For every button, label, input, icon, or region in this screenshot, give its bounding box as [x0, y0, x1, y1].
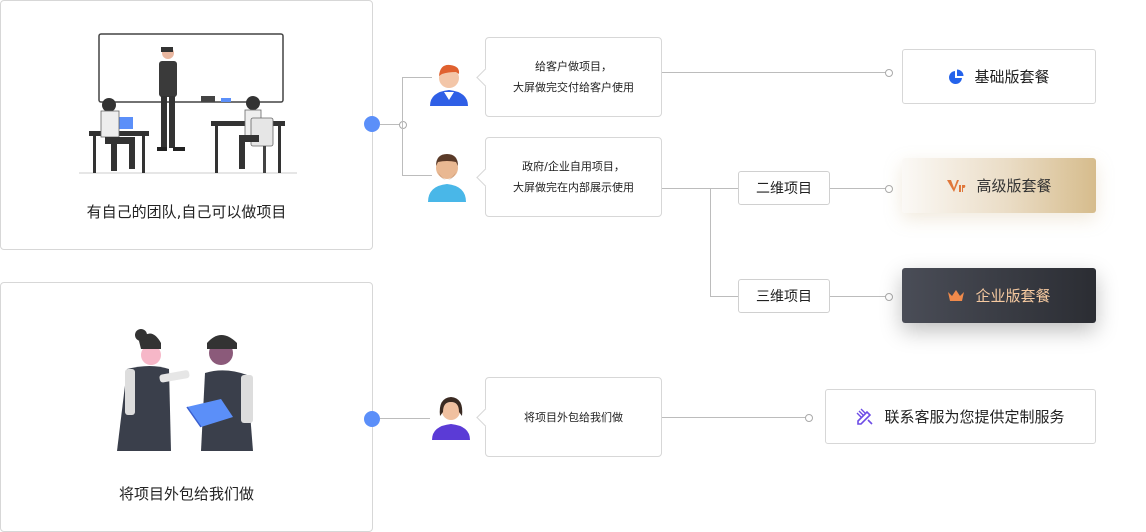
bubble-line: 大屏做完交付给客户使用 [513, 81, 634, 94]
scenario-caption: 将项目外包给我们做 [118, 485, 254, 503]
gov-enterprise-avatar-icon [428, 154, 466, 202]
branch-node [364, 116, 380, 132]
connector [402, 175, 432, 176]
bubble-line: 政府/企业自用项目， [522, 160, 625, 173]
endpoint-node [805, 414, 813, 422]
pencil-ruler-icon [856, 408, 874, 425]
connector [710, 296, 738, 297]
bubble-outsource: 将项目外包给我们做 [485, 377, 662, 457]
connector [662, 72, 886, 73]
plan-label: 联系客服为您提供定制服务 [884, 408, 1065, 426]
bubble-line: 将项目外包给我们做 [524, 410, 623, 424]
pie-chart-icon [949, 69, 964, 84]
connector [380, 418, 430, 419]
bubble-client-project: 给客户做项目， 大屏做完交付给客户使用 [485, 37, 662, 117]
endpoint-node [885, 293, 893, 301]
crown-icon [948, 289, 965, 301]
basic-plan-button[interactable]: 基础版套餐 [902, 49, 1096, 104]
outsource-client-avatar-icon [432, 397, 470, 440]
connector [830, 188, 886, 189]
team-office-illustration [79, 33, 297, 174]
plan-label: 企业版套餐 [975, 287, 1051, 305]
connector [402, 77, 403, 175]
scenario-card-outsource: 将项目外包给我们做 [0, 282, 373, 532]
outsource-illustration [117, 329, 253, 451]
endpoint-node [885, 185, 893, 193]
two-d-project-label: 二维项目 [738, 171, 830, 205]
three-d-project-label: 三维项目 [738, 279, 830, 313]
connector [402, 77, 432, 78]
branch-node [364, 411, 380, 427]
scenario-caption: 有自己的团队,自己可以做项目 [86, 203, 287, 221]
connector [662, 188, 738, 189]
bubble-internal-project: 政府/企业自用项目， 大屏做完在内部展示使用 [485, 137, 662, 217]
bubble-line: 给客户做项目， [535, 60, 612, 73]
connector [710, 188, 711, 296]
scenario-card-own-team: 有自己的团队,自己可以做项目 [0, 0, 373, 250]
enterprise-plan-button[interactable]: 企业版套餐 [902, 268, 1096, 323]
vip-icon [947, 179, 966, 192]
advanced-plan-button[interactable]: 高级版套餐 [902, 158, 1096, 213]
plan-label: 高级版套餐 [976, 177, 1052, 195]
connector [380, 124, 400, 125]
endpoint-node [885, 69, 893, 77]
connector [662, 417, 806, 418]
custom-service-button[interactable]: 联系客服为您提供定制服务 [825, 389, 1096, 444]
connector [830, 296, 886, 297]
bubble-line: 大屏做完在内部展示使用 [513, 181, 634, 194]
client-avatar-icon [430, 64, 468, 106]
plan-label: 基础版套餐 [974, 68, 1050, 86]
junction-node [399, 121, 407, 129]
